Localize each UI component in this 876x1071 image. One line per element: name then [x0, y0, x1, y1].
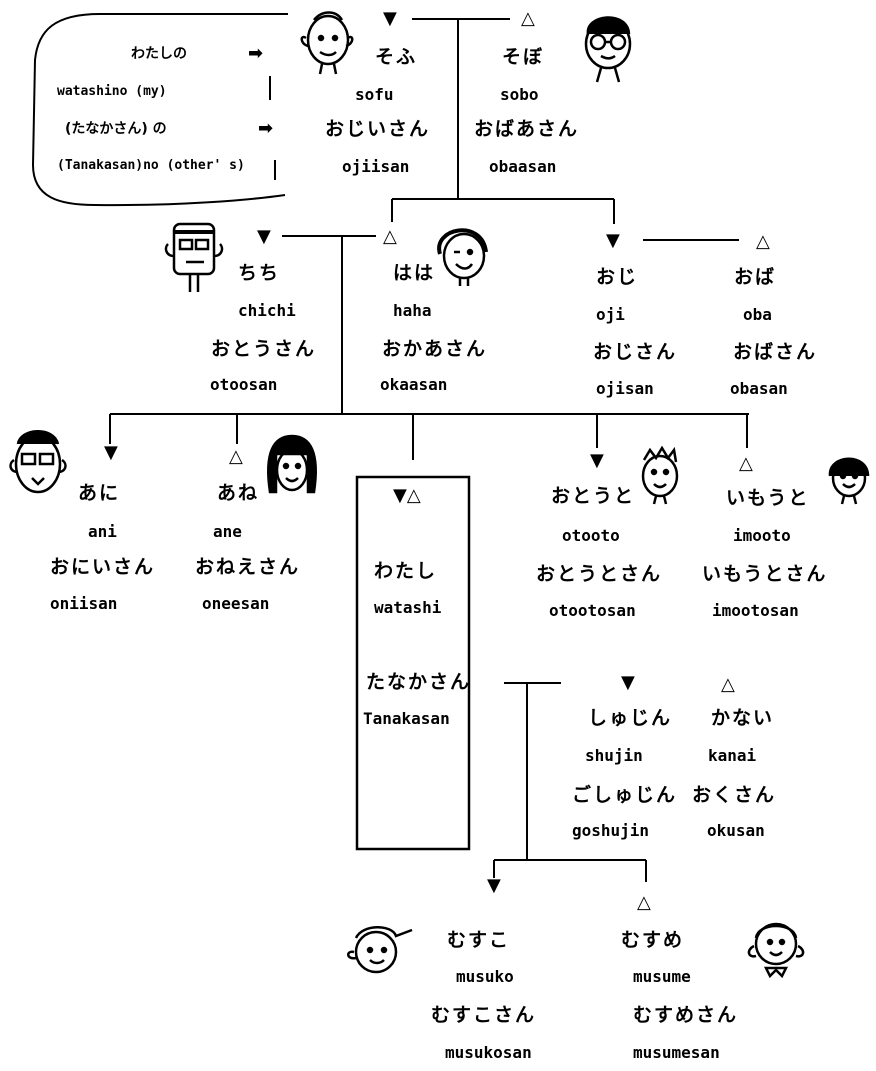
legend-others-romaji: (Tanakasan)no (other' s)	[57, 158, 245, 173]
female-symbol: △	[229, 446, 243, 467]
musuko-polite-kana: むすこさん	[431, 1004, 537, 1026]
ane-romaji: ane	[213, 522, 242, 541]
oji-romaji: oji	[596, 305, 625, 324]
otooto-kana: おとうと	[551, 485, 636, 507]
younger-brother-face-icon	[641, 446, 679, 505]
sobo-polite-kana: おばあさん	[474, 118, 580, 140]
kanai-kana: かない	[711, 707, 775, 729]
sobo-romaji: sobo	[500, 85, 539, 104]
female-symbol: △	[739, 453, 753, 474]
shujin-kana: しゅじん	[588, 707, 673, 729]
ani-polite-romaji: oniisan	[50, 594, 118, 613]
oji-kana: おじ	[596, 266, 639, 288]
sofu-kana: そふ	[375, 46, 418, 68]
self-symbol: ▼△	[393, 485, 421, 506]
male-symbol: ▼	[487, 875, 501, 896]
legend-arrow-icon: ➡	[258, 118, 274, 139]
haha-polite-romaji: okaasan	[380, 375, 448, 394]
female-symbol: △	[721, 674, 735, 695]
male-symbol: ▼	[104, 442, 118, 463]
ani-kana: あに	[78, 482, 121, 504]
oba-kana: おば	[734, 266, 777, 288]
son-face-icon	[347, 926, 413, 974]
chichi-polite-romaji: otoosan	[210, 375, 278, 394]
older-brother-face-icon	[9, 430, 67, 494]
female-symbol: △	[521, 8, 535, 29]
male-symbol: ▼	[606, 230, 620, 251]
shujin-romaji: shujin	[585, 746, 643, 765]
tanakasan-romaji: Tanakasan	[363, 709, 450, 728]
imooto-polite-romaji: imootosan	[712, 601, 799, 620]
female-symbol: △	[756, 231, 770, 252]
kanai-polite-kana: おくさん	[692, 784, 777, 806]
mother-face-icon	[437, 228, 488, 286]
musuko-kana: むすこ	[447, 929, 511, 951]
oba-romaji: oba	[743, 305, 772, 324]
chichi-kana: ちち	[238, 262, 281, 284]
male-symbol: ▼	[590, 450, 604, 471]
oji-polite-kana: おじさん	[593, 341, 678, 363]
oba-polite-kana: おばさん	[733, 341, 818, 363]
shujin-polite-kana: ごしゅじん	[572, 784, 678, 806]
legend-my-romaji: watashino (my)	[57, 84, 167, 99]
grandmother-face-icon	[584, 16, 632, 83]
haha-polite-kana: おかあさん	[382, 338, 488, 360]
chichi-romaji: chichi	[238, 301, 296, 320]
haha-romaji: haha	[393, 301, 432, 320]
oba-polite-romaji: obasan	[730, 379, 788, 398]
male-symbol: ▼	[621, 672, 635, 693]
father-face-icon	[164, 222, 224, 292]
haha-kana: はは	[393, 262, 436, 284]
older-sister-face-icon	[267, 434, 317, 494]
sobo-kana: そぼ	[502, 46, 545, 68]
legend-my-kana: わたしの	[131, 46, 187, 62]
legend-arrow-icon: ➡	[248, 43, 264, 64]
grandfather-face-icon	[300, 11, 354, 75]
daughter-face-icon	[747, 922, 805, 979]
legend-others-kana: (たなかさん) の	[65, 121, 167, 137]
sofu-romaji: sofu	[355, 85, 394, 104]
oji-polite-romaji: ojisan	[596, 379, 654, 398]
younger-sister-face-icon	[828, 457, 870, 505]
chichi-polite-kana: おとうさん	[211, 338, 317, 360]
imooto-romaji: imooto	[733, 526, 791, 545]
ani-polite-kana: おにいさん	[50, 556, 156, 578]
female-symbol: △	[637, 892, 651, 913]
watashi-kana: わたし	[374, 560, 438, 582]
otooto-polite-romaji: otootosan	[549, 601, 636, 620]
musume-polite-romaji: musumesan	[633, 1043, 720, 1062]
kanai-romaji: kanai	[708, 746, 757, 765]
musuko-polite-romaji: musukosan	[445, 1043, 532, 1062]
ane-kana: あね	[217, 482, 260, 504]
sofu-polite-kana: おじいさん	[325, 118, 431, 140]
sofu-polite-romaji: ojiisan	[342, 157, 410, 176]
imooto-kana: いもうと	[726, 487, 810, 509]
ane-polite-romaji: oneesan	[202, 594, 270, 613]
musume-kana: むすめ	[621, 929, 685, 951]
male-symbol: ▼	[383, 8, 397, 29]
watashi-romaji: watashi	[374, 598, 442, 617]
sobo-polite-romaji: obaasan	[489, 157, 557, 176]
musume-polite-kana: むすめさん	[633, 1004, 739, 1026]
musuko-romaji: musuko	[456, 967, 514, 986]
tanakasan-kana: たなかさん	[366, 671, 472, 693]
imooto-polite-kana: いもうとさん	[702, 563, 828, 585]
ane-polite-kana: おねえさん	[195, 556, 301, 578]
otooto-romaji: otooto	[562, 526, 620, 545]
ani-romaji: ani	[88, 522, 117, 541]
female-symbol: △	[383, 226, 397, 247]
musume-romaji: musume	[633, 967, 691, 986]
shujin-polite-romaji: goshujin	[572, 821, 650, 840]
kanai-polite-romaji: okusan	[707, 821, 765, 840]
male-symbol: ▼	[257, 226, 271, 247]
otooto-polite-kana: おとうとさん	[536, 563, 663, 585]
